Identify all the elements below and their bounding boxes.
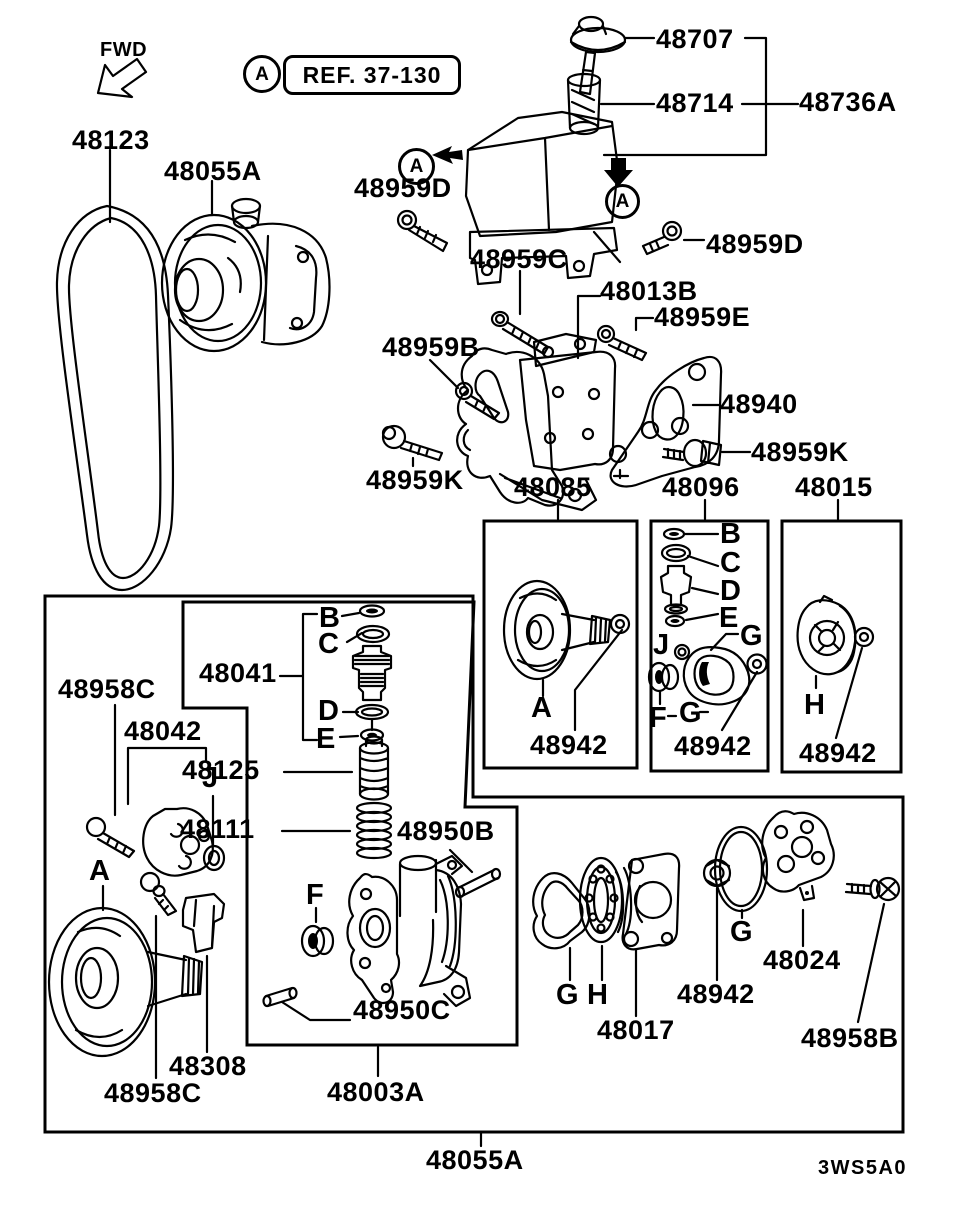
part-label-48940: 48940 xyxy=(720,389,798,419)
callout-f-main: F xyxy=(306,879,325,911)
down-arrow-icon xyxy=(604,158,633,187)
view-marker-a-mid: A xyxy=(398,148,435,185)
part-label-48055a-top: 48055A xyxy=(164,156,262,186)
reservoir-drawing xyxy=(464,15,627,286)
part-label-48308: 48308 xyxy=(169,1051,247,1081)
view-marker-a-tank: A xyxy=(605,184,640,219)
part-label-48959e: 48959E xyxy=(654,302,751,332)
callout-c-main: C xyxy=(318,628,340,660)
part-label-48959k-right: 48959K xyxy=(751,437,849,467)
part-label-48096: 48096 xyxy=(662,472,740,502)
part-label-48125: 48125 xyxy=(182,755,260,785)
ref-text: REF. 37-130 xyxy=(302,61,442,88)
callout-h-rear: H xyxy=(587,979,609,1011)
part-label-48085: 48085 xyxy=(514,472,592,502)
callout-e-main: E xyxy=(316,723,336,755)
part-label-48950b: 48950B xyxy=(397,816,495,846)
part-label-48958b: 48958B xyxy=(801,1023,899,1053)
part-label-48942-box3: 48942 xyxy=(799,738,877,768)
bolt-48959d-right-icon xyxy=(641,220,683,256)
rear-group-drawing xyxy=(532,810,835,951)
callout-j-main: J xyxy=(202,762,219,794)
callout-h-kit: H xyxy=(804,689,826,721)
part-label-48950c: 48950C xyxy=(353,995,451,1025)
part-label-48017: 48017 xyxy=(597,1015,675,1045)
callout-g2-kit: G xyxy=(679,697,703,729)
stay-48308-drawing xyxy=(181,892,226,954)
leader-lines xyxy=(101,36,886,1148)
callout-d-main: D xyxy=(318,695,340,727)
bolt-48959e-icon xyxy=(596,324,648,362)
pump-assembly-drawing xyxy=(160,197,331,353)
part-label-48015: 48015 xyxy=(795,472,873,502)
part-label-48959d-left: 48959D xyxy=(354,173,452,203)
part-label-48024: 48024 xyxy=(763,945,841,975)
part-label-48959b: 48959B xyxy=(382,332,480,362)
part-label-48003a: 48003A xyxy=(327,1077,425,1107)
part-label-48736a: 48736A xyxy=(799,87,897,117)
left-arrow-icon xyxy=(432,146,463,164)
callout-g-rear1: G xyxy=(556,979,580,1011)
part-label-48707: 48707 xyxy=(656,24,734,54)
callout-c-kit: C xyxy=(720,547,742,579)
callout-a-main: A xyxy=(89,855,111,887)
callout-j-kit: J xyxy=(653,629,670,661)
part-label-48958c-bottom: 48958C xyxy=(104,1078,202,1108)
part-label-48042: 48042 xyxy=(124,716,202,746)
crank-pulley-drawing xyxy=(47,906,204,1058)
fwd-arrow-icon xyxy=(96,57,148,99)
callout-f-kit: F xyxy=(649,702,668,734)
bolt-48959b-icon xyxy=(454,381,501,421)
bolt-48958b-icon xyxy=(844,876,901,902)
part-label-48942-rear: 48942 xyxy=(677,979,755,1009)
callout-g-kit: G xyxy=(740,620,764,652)
part-label-48959k-left: 48959K xyxy=(366,465,464,495)
part-label-48013b: 48013B xyxy=(600,276,698,306)
belt-drawing xyxy=(55,204,175,592)
bolt-48959d-left-icon xyxy=(396,209,449,253)
kit-48015-drawing xyxy=(796,594,875,676)
part-label-48111: 48111 xyxy=(180,814,255,844)
marker-letter: A xyxy=(409,156,424,177)
part-label-48958c-top: 48958C xyxy=(58,674,156,704)
marker-letter: A xyxy=(255,63,269,85)
part-label-48959c: 48959C xyxy=(470,244,568,274)
bolt-48958c-bottom-icon xyxy=(139,871,178,917)
part-label-48942-box1: 48942 xyxy=(530,730,608,760)
callout-g-rear2: G xyxy=(730,916,754,948)
kit-boxes xyxy=(43,519,905,1134)
marker-letter: A xyxy=(615,191,630,212)
bolt-48959c-icon xyxy=(490,310,550,356)
part-label-48041: 48041 xyxy=(199,658,277,688)
fwd-label: FWD xyxy=(100,39,148,61)
callout-d-kit: D xyxy=(720,575,742,607)
part-label-48714: 48714 xyxy=(656,88,734,118)
part-label-48055a-bottom: 48055A xyxy=(426,1145,524,1175)
part-label-48959d-right: 48959D xyxy=(706,229,804,259)
part-label-48942-box2: 48942 xyxy=(674,731,752,761)
callout-a-kit: A xyxy=(531,692,553,724)
valve-stack-drawing xyxy=(351,604,393,860)
bracket-48940-drawing xyxy=(456,332,723,512)
bolt-48959k-left-icon xyxy=(381,424,444,462)
part-label-48123: 48123 xyxy=(72,125,150,155)
kit-48085-drawing xyxy=(502,579,631,681)
view-marker-a-top: A xyxy=(243,55,281,93)
page-code: 3WS5A0 xyxy=(818,1157,908,1179)
bolt-48958c-top-icon xyxy=(85,816,136,859)
pump-housing-drawing xyxy=(262,854,502,1008)
ref-callout: REF. 37-130 xyxy=(283,55,461,95)
bracket-48042-drawing xyxy=(142,807,226,877)
callout-b-main: B xyxy=(319,602,341,634)
bolt-48959k-right-icon xyxy=(661,438,723,468)
callout-b-kit: B xyxy=(720,518,742,550)
callout-e-kit: E xyxy=(719,602,739,634)
